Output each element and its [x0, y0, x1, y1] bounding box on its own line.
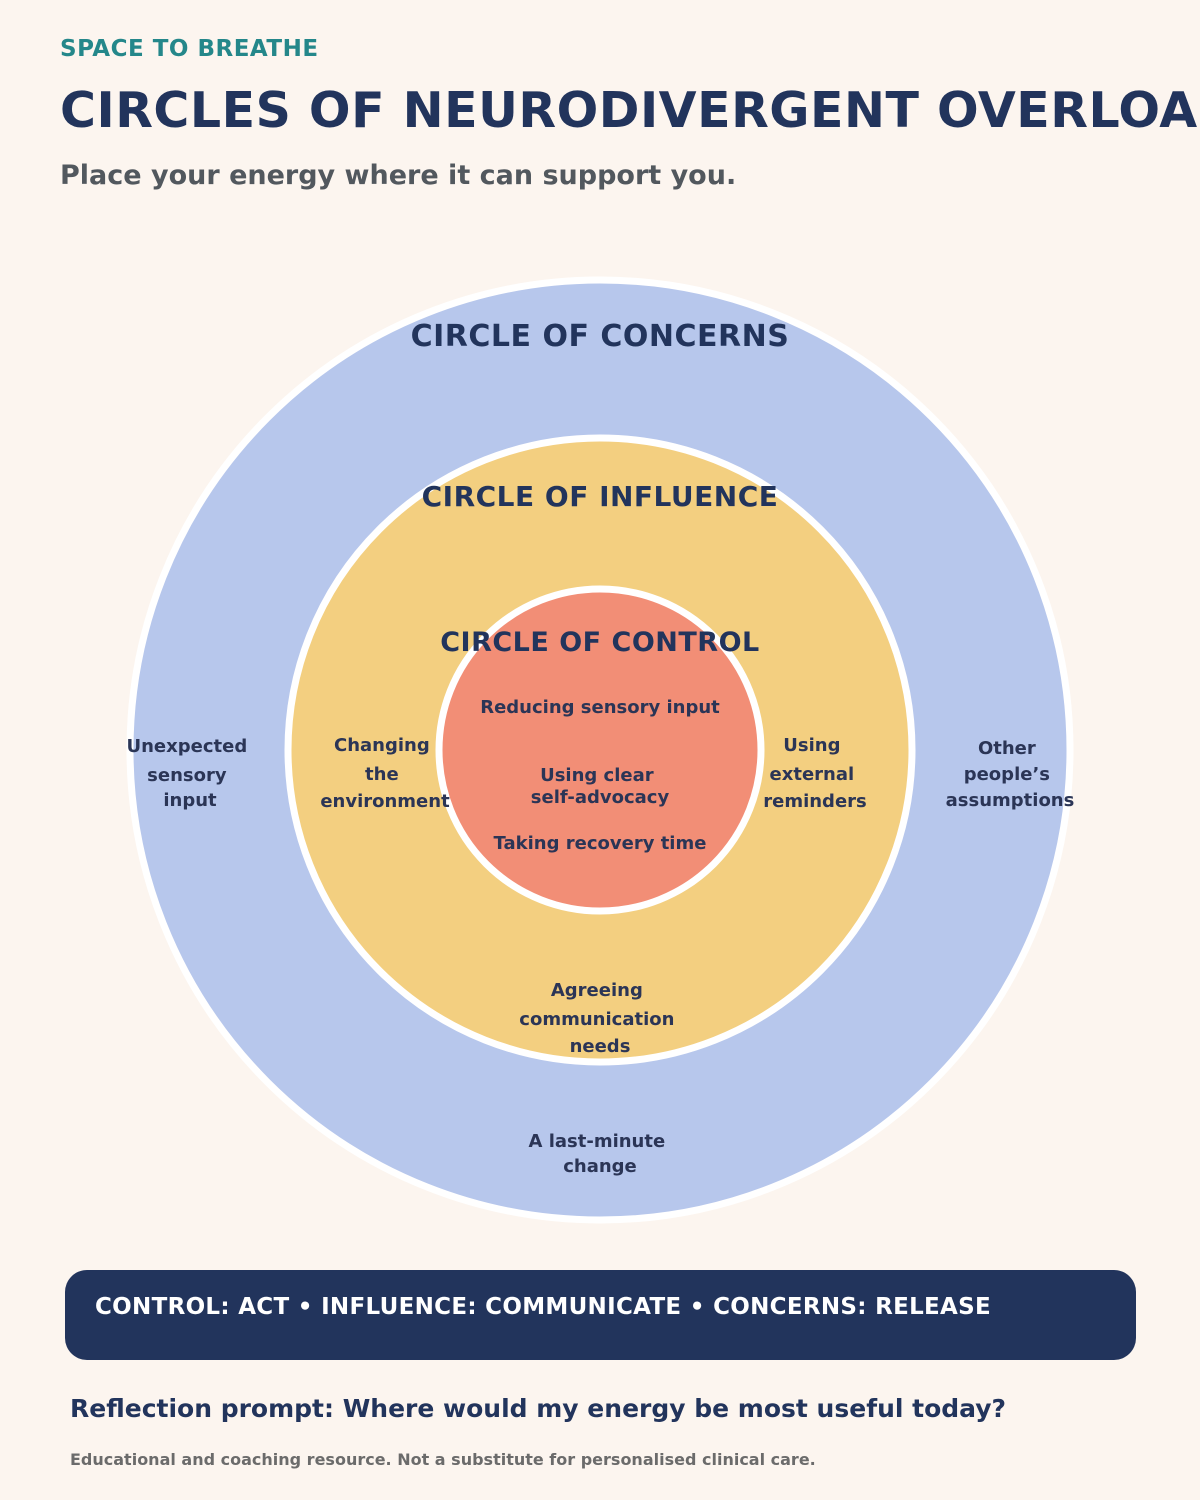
- reflection-prompt: Reflection prompt: Where would my energy…: [70, 1394, 1007, 1423]
- concerns-title: CIRCLE OF CONCERNS: [411, 319, 790, 354]
- control-item-bottom: Taking recovery time: [494, 833, 707, 854]
- control-item-middle: Using clear self-advocacy: [531, 765, 670, 808]
- influence-item-right: Using external reminders: [763, 735, 867, 812]
- disclaimer: Educational and coaching resource. Not a…: [70, 1450, 816, 1469]
- page-subtitle: Place your energy where it can support y…: [60, 160, 737, 191]
- control-item-top: Reducing sensory input: [480, 697, 720, 718]
- influence-item-bottom: Agreeing communication needs: [519, 980, 680, 1057]
- influence-title: CIRCLE OF INFLUENCE: [422, 480, 779, 513]
- concern-item-left: Unexpected sensory input: [127, 736, 254, 811]
- motto-text: CONTROL: ACT • INFLUENCE: COMMUNICATE • …: [95, 1294, 992, 1320]
- influence-item-left: Changing the environment: [320, 735, 450, 812]
- page-title: CIRCLES OF NEURODIVERGENT OVERLOAD: [60, 82, 1200, 139]
- control-title: CIRCLE OF CONTROL: [440, 627, 760, 658]
- motto-banner: CONTROL: ACT • INFLUENCE: COMMUNICATE • …: [65, 1270, 1136, 1360]
- concern-item-right: Other people’s assumptions: [946, 738, 1075, 811]
- control-circle: [435, 585, 765, 915]
- eyebrow-label: SPACE TO BREATHE: [60, 36, 319, 62]
- concern-item-bottom: A last-minute change: [529, 1131, 672, 1177]
